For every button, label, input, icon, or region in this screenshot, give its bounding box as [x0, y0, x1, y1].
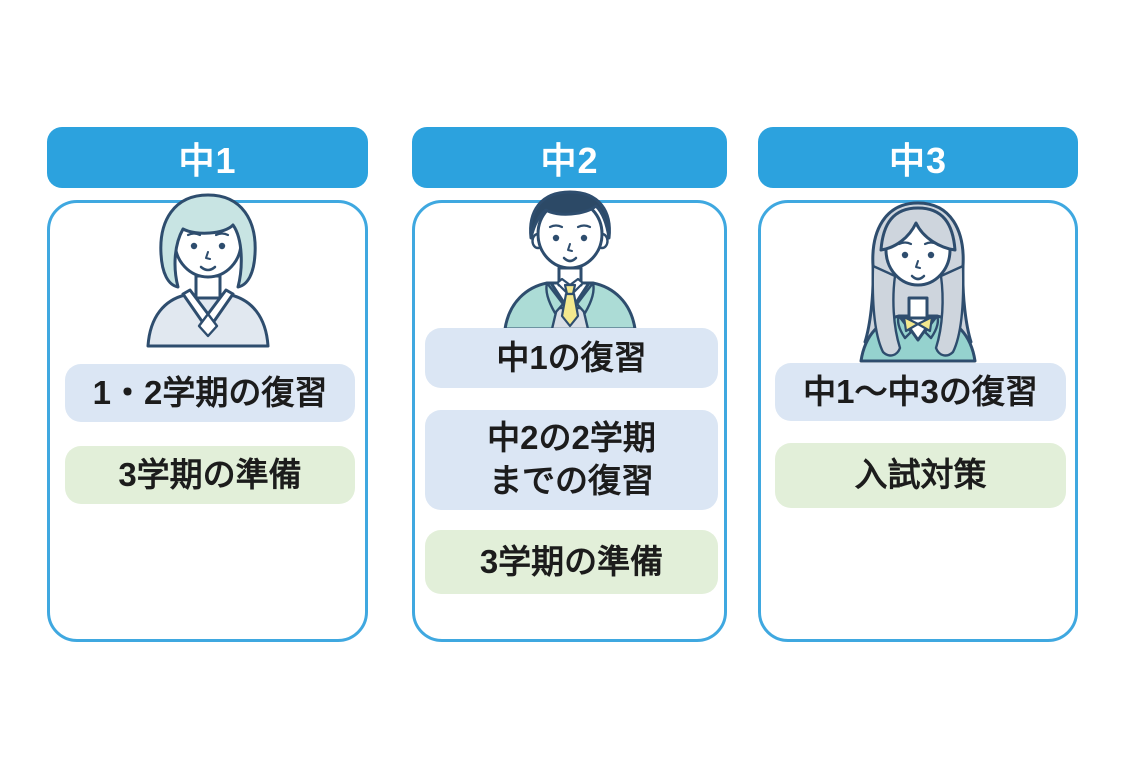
study-topic-label: 3学期の準備 [479, 542, 664, 580]
boy-student-avatar-icon [495, 186, 645, 331]
column-chu3: 中3 [758, 127, 1078, 642]
column-chu2: 中2 [412, 127, 727, 642]
study-topic-box: 中1～中3の復習 [775, 363, 1066, 421]
study-topic-box: 中1の復習 [425, 328, 718, 388]
study-topic-box: 中2の2学期 までの復習 [425, 410, 718, 510]
column-card-chu3: 中1～中3の復習 入試対策 [758, 200, 1078, 642]
girl-student-bob-avatar-icon [133, 190, 283, 348]
column-header-chu1: 中1 [47, 127, 368, 188]
column-header-label: 中3 [888, 139, 948, 181]
study-topic-label: 中1の復習 [496, 338, 647, 376]
column-card-chu1: 1・2学期の復習 3学期の準備 [47, 193, 368, 642]
column-header-chu3: 中3 [758, 127, 1078, 188]
column-header-label: 中2 [540, 139, 599, 181]
study-topic-box: 3学期の準備 [425, 530, 718, 594]
study-topic-label: 中2の2学期 までの復習 [487, 419, 656, 499]
column-card-chu2: 中1の復習 中2の2学期 までの復習 3学期の準備 [412, 190, 727, 642]
study-topic-box: 3学期の準備 [65, 446, 355, 504]
study-topic-label: 入試対策 [854, 456, 987, 494]
study-topic-box: 入試対策 [775, 443, 1066, 508]
study-topic-label: 中1～中3の復習 [803, 372, 1038, 410]
study-topic-box: 1・2学期の復習 [65, 364, 355, 422]
study-topic-label: 1・2学期の復習 [92, 373, 328, 411]
column-header-label: 中1 [178, 139, 237, 181]
girl-student-long-hair-avatar-icon [843, 198, 993, 363]
study-topic-label: 3学期の準備 [118, 455, 302, 493]
column-chu1: 中1 [47, 127, 368, 642]
column-header-chu2: 中2 [412, 127, 727, 188]
